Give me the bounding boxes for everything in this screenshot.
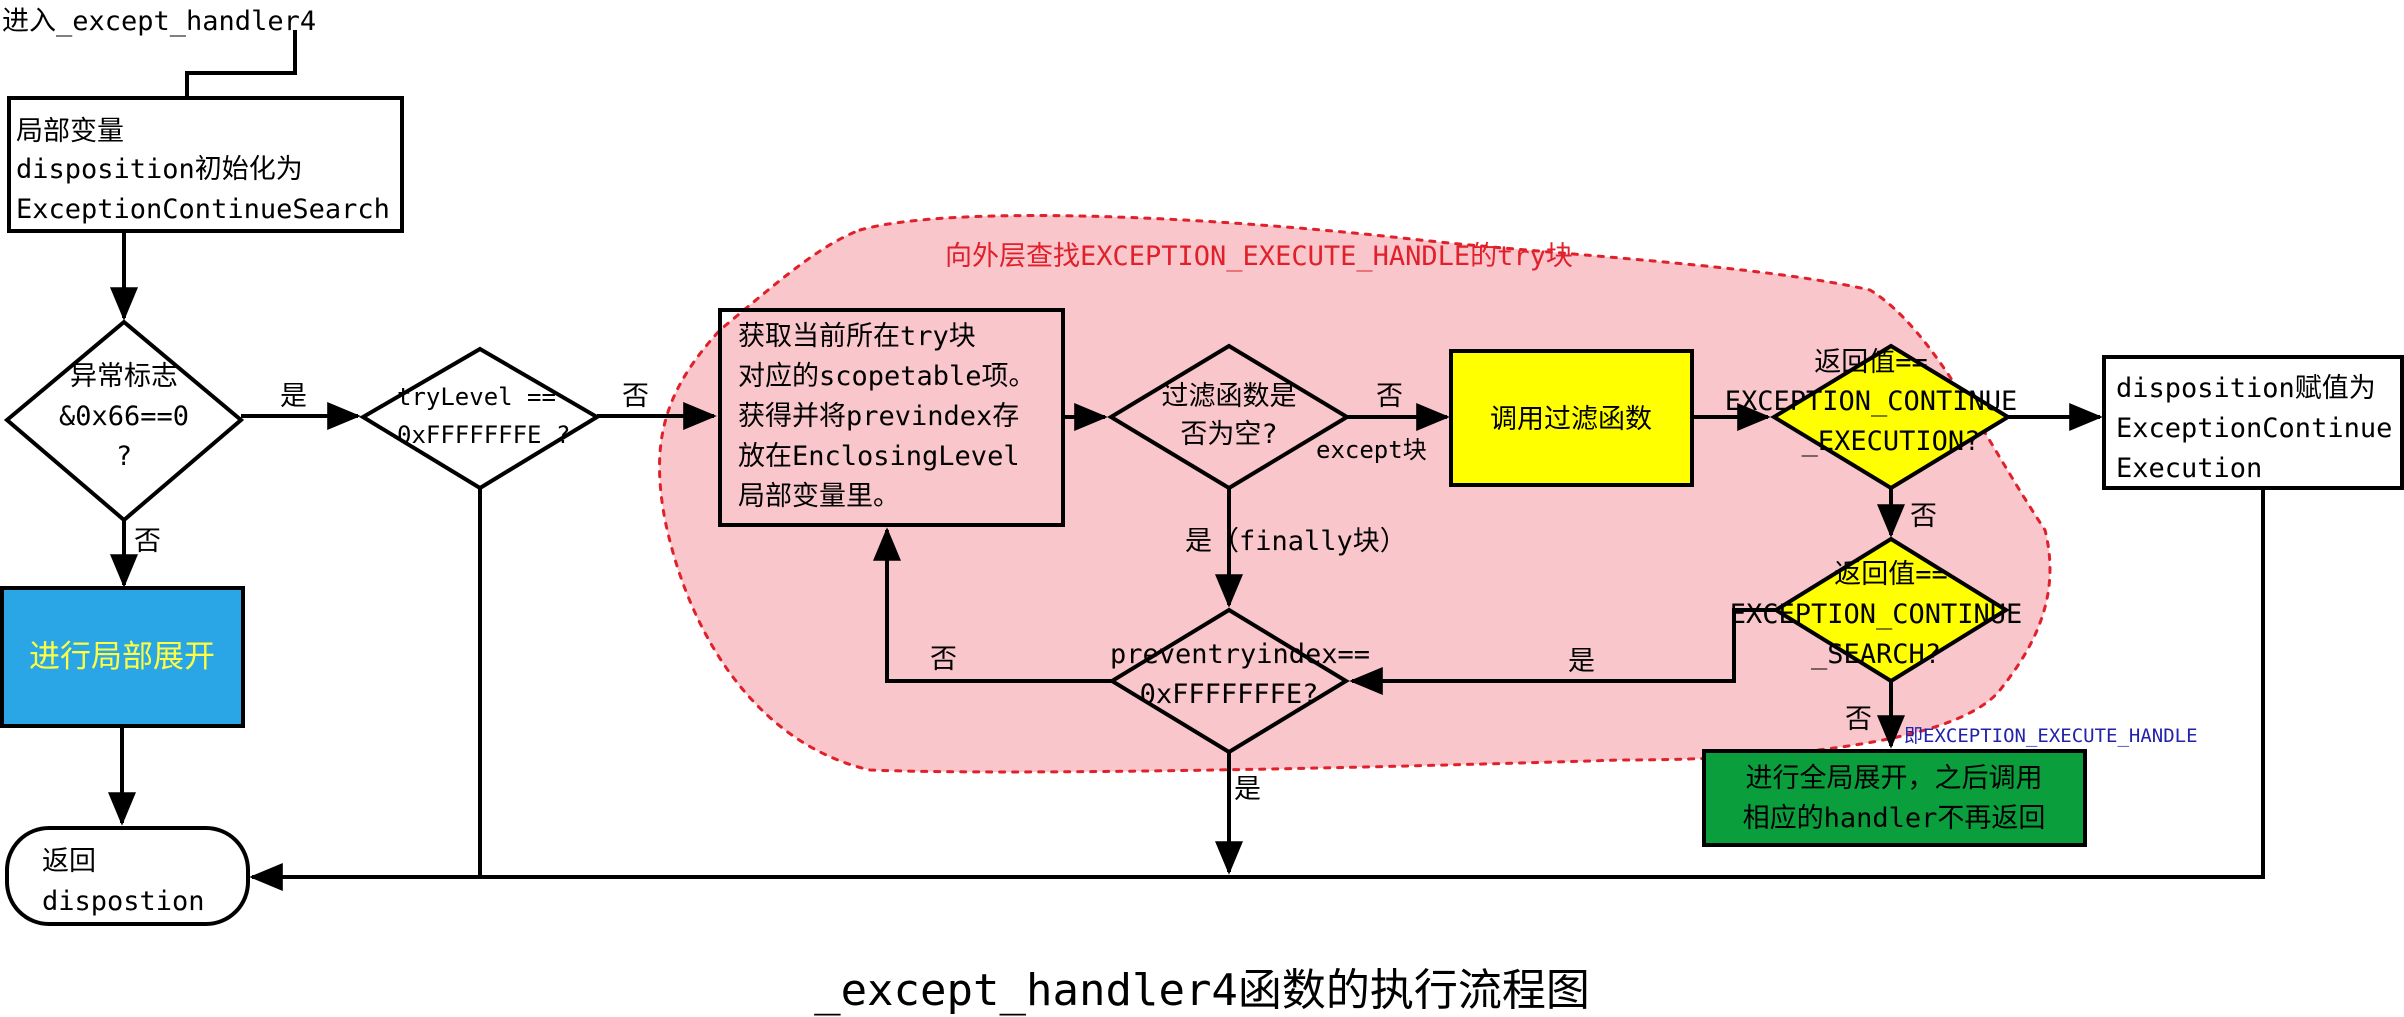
prev-line-2: 0xFFFFFFFE? bbox=[1140, 679, 1319, 710]
assign-line-2: ExceptionContinue bbox=[2116, 413, 2392, 444]
global-unwind-line-2: 相应的handler不再返回 bbox=[1743, 803, 2046, 834]
label-prev-no: 否 bbox=[930, 644, 957, 675]
start-connector bbox=[185, 30, 297, 98]
label-except-block: except块 bbox=[1316, 436, 1427, 464]
filter-null-line-2: 否为空? bbox=[1180, 419, 1277, 450]
ret-search-line-1: 返回值== bbox=[1834, 559, 1948, 590]
assign-line-3: Execution bbox=[2116, 453, 2262, 484]
ret-exec-line-1: 返回值== bbox=[1814, 347, 1928, 378]
label-flag-yes: 是 bbox=[280, 381, 307, 412]
trylevel-line-2: 0xFFFFFFFE ? bbox=[397, 421, 570, 449]
ret-search-line-2: EXCEPTION_CONTINUE bbox=[1730, 599, 2023, 630]
ret-exec-line-3: _EXECUTION? bbox=[1802, 426, 1981, 457]
label-ret-exec-no: 否 bbox=[1910, 501, 1937, 532]
label-prev-yes: 是 bbox=[1234, 774, 1261, 805]
flag-line-1: 异常标志 bbox=[70, 361, 178, 392]
local-unwind-box bbox=[0, 586, 245, 728]
init-line-3: ExceptionContinueSearch bbox=[16, 194, 390, 225]
assign-disposition-box bbox=[2102, 355, 2404, 490]
ret-search-line-3: _SEARCH? bbox=[1811, 639, 1941, 670]
scope-line-4: 放在EnclosingLevel bbox=[738, 441, 1020, 472]
edge-ret-search-yes bbox=[1349, 608, 1776, 695]
label-flag-no: 否 bbox=[134, 526, 161, 557]
start-node: 进入_except_handler4 bbox=[2, 6, 316, 37]
label-filter-no: 否 bbox=[1376, 381, 1403, 412]
return-line-1: 返回 bbox=[42, 846, 96, 877]
scope-line-5: 局部变量里。 bbox=[738, 481, 900, 512]
trylevel-decision bbox=[359, 346, 601, 491]
ret-exec-line-2: EXCEPTION_CONTINUE bbox=[1725, 386, 2018, 417]
scope-line-1: 获取当前所在try块 bbox=[738, 321, 976, 352]
init-line-2: disposition初始化为 bbox=[16, 154, 303, 185]
prev-line-1: preventryindex== bbox=[1110, 639, 1370, 670]
flag-line-2: &0x66==0 bbox=[59, 401, 189, 432]
region-label: 向外层查找EXCEPTION_EXECUTE_HANDLE的try块 bbox=[945, 241, 1573, 272]
trylevel-line-1: tryLevel == bbox=[397, 383, 556, 411]
init-disposition-box bbox=[7, 96, 404, 233]
label-search-yes: 是 bbox=[1568, 646, 1595, 677]
diagram-title: _except_handler4函数的执行流程图 bbox=[814, 965, 1590, 1016]
label-search-no: 否 bbox=[1845, 704, 1872, 735]
local-unwind-label: 进行局部展开 bbox=[29, 639, 215, 675]
search-outer-try-region bbox=[658, 214, 2052, 774]
return-line-2: dispostion bbox=[42, 886, 205, 917]
execute-handle-note: 即EXCEPTION_EXECUTE_HANDLE bbox=[1904, 725, 2198, 747]
init-line-1: 局部变量 bbox=[16, 116, 124, 147]
scope-line-3: 获得并将previndex存 bbox=[738, 401, 1019, 432]
flag-line-3: ? bbox=[116, 441, 132, 472]
global-unwind-box bbox=[1702, 749, 2087, 847]
label-finally-yes: 是（finally块） bbox=[1185, 526, 1407, 557]
assign-line-1: disposition赋值为 bbox=[2116, 373, 2376, 404]
return-disposition-node bbox=[5, 826, 250, 926]
global-unwind-line-1: 进行全局展开，之后调用 bbox=[1746, 763, 2043, 794]
edge-prev-no bbox=[873, 527, 1112, 683]
filter-null-line-1: 过滤函数是 bbox=[1162, 381, 1297, 412]
scope-line-2: 对应的scopetable项。 bbox=[738, 361, 1036, 392]
label-trylevel-no: 否 bbox=[622, 381, 649, 412]
edge-assign-to-return bbox=[249, 488, 2265, 891]
call-filter-label: 调用过滤函数 bbox=[1490, 404, 1652, 435]
